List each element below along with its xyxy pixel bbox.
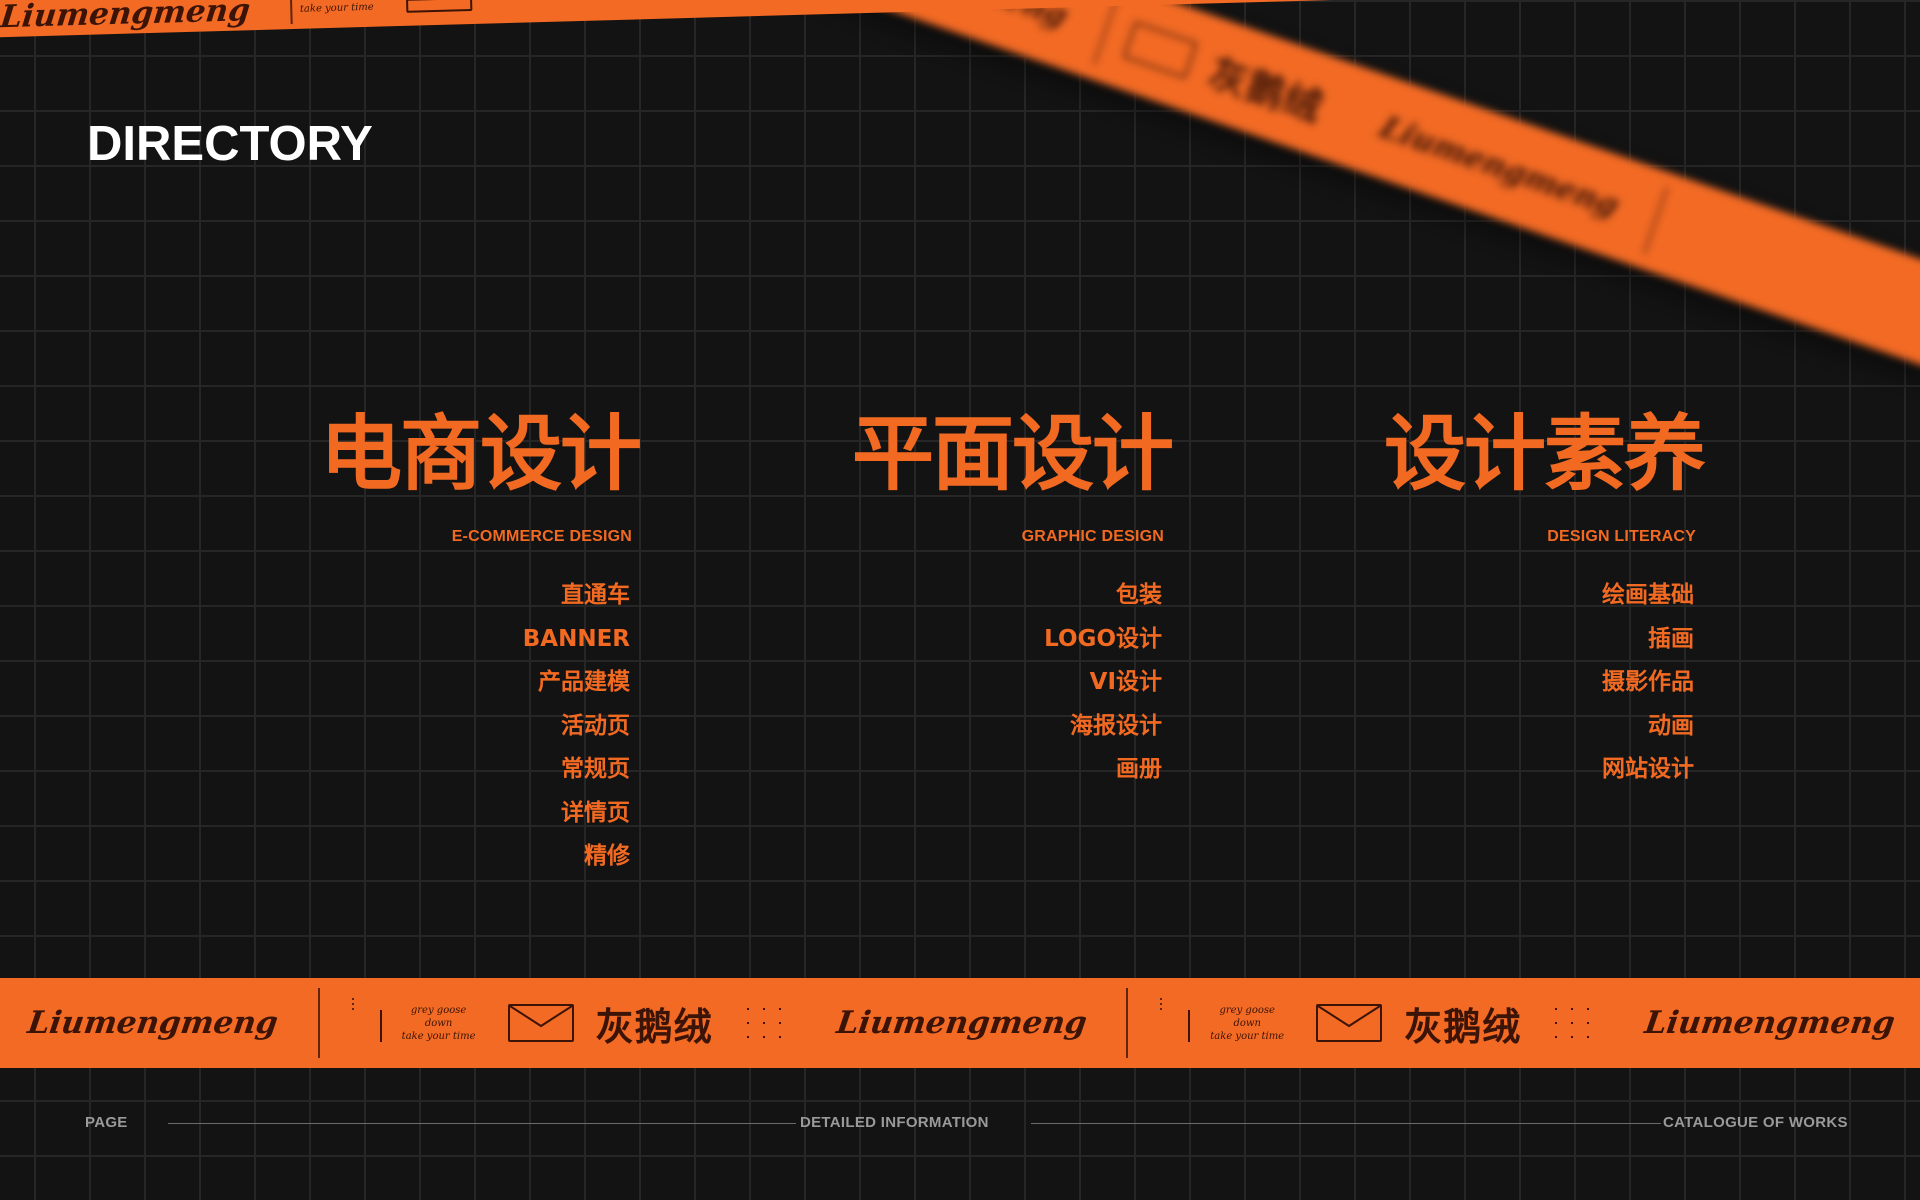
category-heading: 电商设计 (319, 407, 642, 502)
tape-segment: Liumengmeng grey goose down take your ti… (0, 978, 809, 1068)
category-heading: 设计素养 (1383, 407, 1706, 502)
tape-dots (320, 988, 380, 1058)
category-subtitle: DESIGN LITERACY (1547, 528, 1696, 545)
footer-left-label: PAGE (85, 1114, 128, 1131)
tape-dotgrid (1555, 1008, 1617, 1038)
category-item[interactable]: 直通车 (561, 582, 630, 608)
tape-brand: 灰鹅绒 (1203, 50, 1329, 130)
category-item[interactable]: 海报设计 (1070, 712, 1162, 739)
bottom-tape: Liumengmeng grey goose down take your ti… (0, 978, 1920, 1068)
category-list: 绘画基础 插画 摄影作品 动画 网站设计 (1136, 574, 1696, 792)
category-item[interactable]: 精修 (584, 843, 630, 869)
tape-tagline: take your time (299, 1, 374, 15)
tape-brand: 灰鹅绒 (595, 1004, 713, 1049)
envelope-icon (1122, 21, 1198, 79)
category-graphic: 平面设计 GRAPHIC DESIGN 包装 LOGO设计 VI设计 海报设计 … (604, 400, 1174, 792)
category-item[interactable]: 绘画基础 (1602, 582, 1694, 608)
tape-segment: Liumengmeng grey goose down take your ti… (809, 978, 1618, 1068)
category-item[interactable]: 画册 (1116, 756, 1162, 782)
tape-divider (317, 988, 320, 1058)
category-item[interactable]: 插画 (1648, 625, 1694, 652)
tape-dots (1128, 988, 1188, 1058)
category-heading: 平面设计 (851, 407, 1174, 502)
tape-signature: Liumengmeng (0, 0, 252, 36)
category-item[interactable]: BANNER (522, 625, 630, 652)
tape-signature: Liumengmeng (1642, 1005, 1898, 1041)
tape-signature: Liumengmeng (834, 1005, 1089, 1041)
page-title: DIRECTORY (87, 117, 373, 171)
tape-signature: Liumengmeng (1372, 109, 1626, 224)
category-subtitle: GRAPHIC DESIGN (1021, 528, 1164, 545)
footer-center-label: DETAILED INFORMATION (800, 1114, 989, 1131)
category-item[interactable]: VI设计 (1089, 669, 1162, 695)
tape-divider (1126, 988, 1129, 1058)
footer-rule (168, 1123, 796, 1124)
envelope-icon (1316, 1004, 1383, 1042)
footer-right-label: CATALOGUE OF WORKS (1663, 1114, 1848, 1131)
category-item[interactable]: 包装 (1116, 582, 1162, 608)
category-subtitle: E-COMMERCE DESIGN (451, 528, 632, 545)
envelope-icon (405, 0, 472, 13)
tape-tagline: grey goose down take your time (1210, 1004, 1285, 1042)
envelope-icon (507, 1004, 574, 1042)
diagonal-tape: Liumengmeng 灰鹅绒 Liumengmeng (787, 0, 1920, 398)
tape-signature: Liumengmeng (25, 1005, 281, 1041)
category-item[interactable]: 网站设计 (1602, 756, 1694, 782)
category-item[interactable]: 动画 (1648, 712, 1694, 739)
tape-tick (1188, 1010, 1191, 1042)
tape-segment: Liumengmeng (1617, 978, 1920, 1068)
category-literacy: 设计素养 DESIGN LITERACY 绘画基础 插画 摄影作品 动画 网站设… (1136, 400, 1706, 792)
tape-tagline: grey goose down take your time (401, 1004, 476, 1042)
category-item[interactable]: 常规页 (561, 756, 630, 782)
category-item[interactable]: LOGO设计 (1044, 625, 1162, 652)
category-item[interactable]: 摄影作品 (1602, 669, 1694, 695)
tape-tick (379, 1010, 382, 1042)
tape-dotgrid (746, 1008, 809, 1038)
category-item[interactable]: 活动页 (561, 712, 630, 739)
category-list: 直通车 BANNER 产品建模 活动页 常规页 详情页 精修 (72, 574, 632, 879)
category-item[interactable]: 详情页 (561, 799, 630, 826)
category-list: 包装 LOGO设计 VI设计 海报设计 画册 (604, 574, 1164, 792)
tape-brand: 灰鹅绒 (1404, 1004, 1522, 1049)
category-ecommerce: 电商设计 E-COMMERCE DESIGN 直通车 BANNER 产品建模 活… (72, 400, 642, 879)
footer-rule (1031, 1123, 1661, 1124)
category-item[interactable]: 产品建模 (538, 669, 630, 695)
